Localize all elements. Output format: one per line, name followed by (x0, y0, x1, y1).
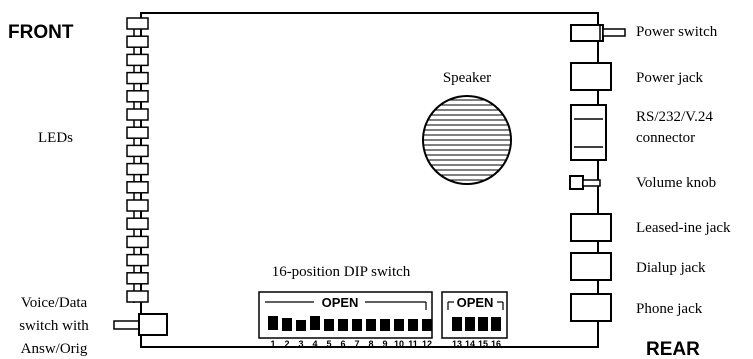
dip-number: 4 (312, 339, 317, 349)
dip-toggle[interactable] (268, 316, 278, 330)
led (126, 71, 149, 85)
power-jack-label: Power jack (636, 70, 704, 86)
leds-label: LEDs (38, 130, 73, 146)
led (126, 253, 149, 267)
speaker-grille (422, 95, 512, 185)
dip-toggle[interactable] (282, 318, 292, 331)
leased-line-jack-label: Leased-ine jack (636, 220, 731, 236)
speaker-label: Speaker (443, 70, 491, 86)
led (126, 235, 149, 249)
phone-jack-label: Phone jack (636, 301, 703, 317)
dip-number: 5 (326, 339, 331, 349)
dialup-jack-label: Dialup jack (636, 260, 706, 276)
led-column (126, 17, 149, 303)
led (126, 35, 149, 48)
dip-number: 14 (465, 339, 475, 349)
dip-number: 13 (452, 339, 462, 349)
led (126, 53, 149, 67)
dip-toggle[interactable] (408, 319, 418, 331)
rs232-label-line2: connector (636, 130, 695, 146)
dip-toggle[interactable] (491, 317, 501, 331)
led (126, 90, 149, 103)
led (126, 17, 149, 30)
dip-toggle[interactable] (380, 319, 390, 331)
dialup-jack (570, 252, 612, 281)
led (126, 126, 149, 139)
led (126, 290, 149, 303)
dip-number: 15 (478, 339, 488, 349)
dip-number: 16 (491, 339, 501, 349)
led (126, 181, 149, 194)
led (126, 108, 149, 121)
dip-number: 11 (408, 339, 418, 349)
open-label-left: OPEN (322, 295, 359, 310)
volume-knob-label: Volume knob (636, 175, 716, 191)
dip-number: 9 (382, 339, 387, 349)
dip-number: 7 (354, 339, 359, 349)
front-label: FRONT (8, 22, 74, 43)
dip-number: 2 (284, 339, 289, 349)
dip-toggle[interactable] (366, 319, 376, 331)
open-label-right: OPEN (457, 295, 494, 310)
led (126, 162, 149, 176)
dip-toggle[interactable] (296, 320, 306, 331)
dip-number: 12 (422, 339, 432, 349)
led (126, 199, 149, 212)
led (126, 144, 149, 158)
dip-number: 3 (298, 339, 303, 349)
voice-data-label-line3: Answ/Orig (21, 341, 88, 357)
power-switch-label: Power switch (636, 24, 718, 40)
voice-data-switch (113, 313, 168, 336)
rear-label: REAR (646, 339, 700, 359)
led (126, 272, 149, 285)
dip-number: 6 (340, 339, 345, 349)
rs232-connector (570, 104, 607, 161)
power-switch (570, 24, 626, 42)
dip-toggle[interactable] (452, 317, 462, 331)
volume-knob (569, 175, 601, 190)
dip-toggle[interactable] (338, 319, 348, 331)
dip-switch-label: 16-position DIP switch (272, 264, 411, 280)
phone-jack (570, 293, 612, 322)
led (126, 217, 149, 230)
rs232-label-line1: RS/232/V.24 (636, 109, 713, 125)
dip-toggle[interactable] (324, 319, 334, 331)
dip-toggle[interactable] (352, 319, 362, 331)
dip-toggle[interactable] (394, 319, 404, 331)
dip-toggle[interactable] (310, 316, 320, 330)
dip-number: 10 (394, 339, 404, 349)
dip-number: 1 (270, 339, 275, 349)
voice-data-label-line1: Voice/Data (21, 295, 88, 311)
leased-line-jack (570, 213, 612, 242)
dip-number: 8 (368, 339, 373, 349)
dip-switch-block-left: OPEN (258, 291, 433, 339)
dip-toggle[interactable] (465, 317, 475, 331)
dip-toggle[interactable] (422, 319, 432, 331)
power-jack (570, 62, 612, 91)
dip-toggle[interactable] (478, 317, 488, 331)
dip-switch-block-right: OPEN (441, 291, 508, 339)
voice-data-label-line2: switch with (19, 318, 89, 334)
